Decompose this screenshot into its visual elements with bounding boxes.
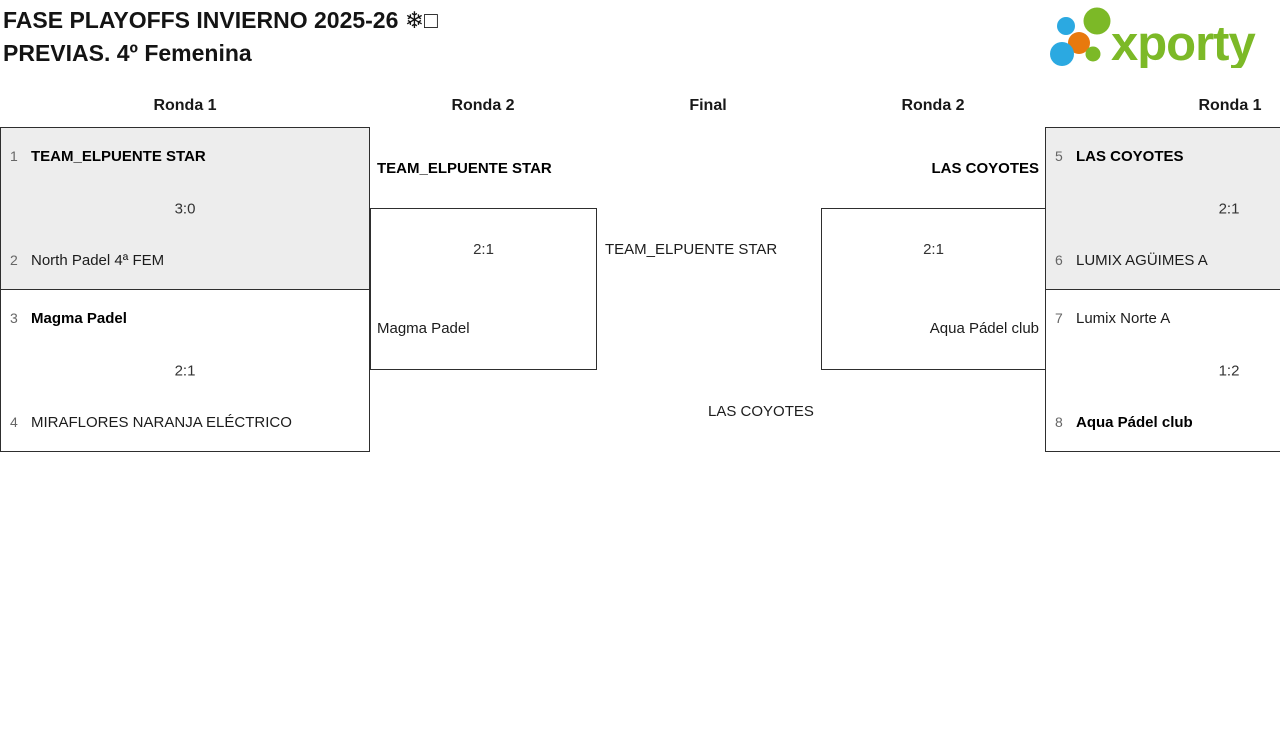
team-name: Magma Padel	[377, 320, 470, 337]
team-name: LAS COYOTES	[1076, 148, 1184, 165]
match-box-right-1[interactable]: 5 LAS COYOTES 2:1 6 LUMIX AGÜIMES A	[1045, 127, 1280, 290]
team-row: 8 Aqua Pádel club	[1055, 411, 1280, 434]
match-score: 3:0	[174, 200, 196, 217]
team-name: LAS COYOTES	[931, 160, 1039, 177]
match-box-left-2[interactable]: 3 Magma Padel 2:1 4 MIRAFLORES NARANJA E…	[0, 289, 370, 452]
match-score: 2:1	[923, 241, 944, 258]
team-row: 1 TEAM_ELPUENTE STAR	[10, 145, 360, 168]
team-name: Aqua Pádel club	[929, 320, 1039, 337]
logo-dot-blue-large	[1050, 42, 1074, 66]
logo-dot-green-large	[1083, 7, 1111, 35]
logo-wordmark: xporty	[1111, 17, 1256, 68]
team-row: 5 LAS COYOTES	[1055, 145, 1280, 168]
xporty-logo-icon: xporty	[1050, 7, 1257, 71]
match-score: 2:1	[473, 241, 494, 258]
seed-number: 7	[1055, 310, 1063, 326]
match-box-semifinal-right[interactable]: LAS COYOTES 2:1 Aqua Pádel club	[821, 160, 1046, 370]
finalist-left: TEAM_ELPUENTE STAR	[605, 241, 778, 258]
finalist-right: LAS COYOTES	[708, 403, 814, 420]
team-row: 3 Magma Padel	[10, 307, 360, 330]
team-name: TEAM_ELPUENTE STAR	[31, 148, 206, 165]
seed-number: 5	[1055, 148, 1063, 164]
team-row: 7 Lumix Norte A	[1055, 307, 1280, 330]
match-score: 2:1	[1218, 200, 1240, 217]
match-score: 2:1	[174, 362, 196, 379]
team-name: TEAM_ELPUENTE STAR	[377, 160, 552, 177]
xporty-logo[interactable]: xporty	[1045, 2, 1277, 71]
title-line-1: FASE PLAYOFFS INVIERNO 2025-26 ❄□	[3, 7, 438, 33]
team-name: North Padel 4ª FEM	[31, 252, 165, 269]
column-header-final: Final	[689, 97, 727, 114]
column-header-ronda2-left: Ronda 2	[451, 97, 515, 114]
title-line-2: PREVIAS. 4º Femenina	[3, 40, 252, 66]
logo-dot-blue-small	[1057, 17, 1075, 35]
column-header-ronda2-right: Ronda 2	[901, 97, 965, 114]
logo-dot-green-small	[1085, 46, 1101, 62]
team-name: Lumix Norte A	[1076, 310, 1171, 327]
team-row: 6 LUMIX AGÜIMES A	[1055, 249, 1280, 272]
seed-number: 8	[1055, 414, 1063, 430]
seed-number: 1	[10, 148, 18, 164]
seed-number: 2	[10, 252, 18, 268]
team-row: 4 MIRAFLORES NARANJA ELÉCTRICO	[10, 411, 360, 434]
match-score: 1:2	[1218, 362, 1240, 379]
match-box-left-1[interactable]: 1 TEAM_ELPUENTE STAR 3:0 2 North Padel 4…	[0, 127, 370, 290]
seed-number: 3	[10, 310, 18, 326]
team-name: MIRAFLORES NARANJA ELÉCTRICO	[31, 414, 292, 431]
seed-number: 6	[1055, 252, 1063, 268]
column-header-ronda1-left: Ronda 1	[153, 97, 217, 114]
logo-dot-orange	[1068, 32, 1090, 54]
match-box-semifinal-left[interactable]: TEAM_ELPUENTE STAR 2:1 Magma Padel	[370, 160, 597, 370]
page-title: FASE PLAYOFFS INVIERNO 2025-26 ❄□ PREVIA…	[3, 4, 438, 70]
team-row: 2 North Padel 4ª FEM	[10, 249, 360, 272]
team-name: Aqua Pádel club	[1076, 414, 1193, 431]
column-header-ronda1-right: Ronda 1	[1198, 97, 1262, 114]
team-name: Magma Padel	[31, 310, 127, 327]
team-name: LUMIX AGÜIMES A	[1076, 252, 1208, 269]
seed-number: 4	[10, 414, 18, 430]
match-box-right-2[interactable]: 7 Lumix Norte A 1:2 8 Aqua Pádel club	[1045, 289, 1280, 452]
